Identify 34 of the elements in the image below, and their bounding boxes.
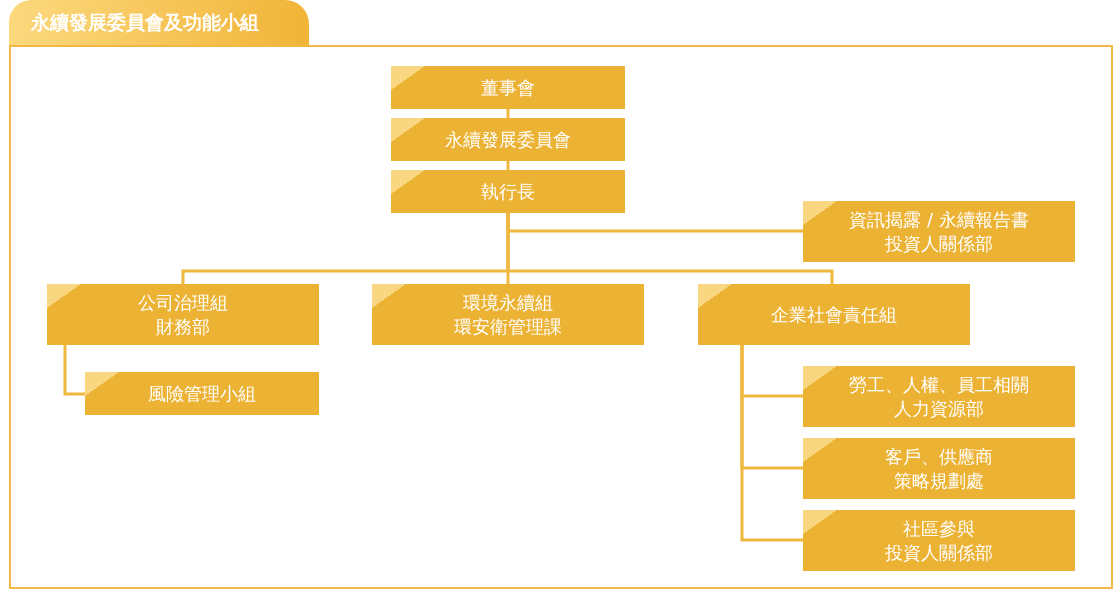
unit-label: 勞工、人權、員工相關 (849, 372, 1029, 397)
connector-line (740, 345, 803, 542)
unit-label: 客戶、供應商 (885, 444, 993, 469)
org-unit-box (391, 118, 625, 161)
connector-line (506, 109, 510, 118)
unit-label: 投資人關係部 (885, 540, 993, 565)
org-unit-box (391, 66, 625, 109)
connector-line (506, 161, 510, 170)
org-unit-box (47, 284, 319, 345)
unit-label: 永續發展委員會 (445, 127, 571, 152)
org-unit-box (698, 284, 970, 345)
unit-label: 策略規劃處 (894, 468, 984, 493)
unit-label: 風險管理小組 (148, 381, 256, 406)
org-unit-box (85, 372, 319, 415)
unit-label: 公司治理組 (138, 290, 228, 315)
unit-label: 財務部 (156, 314, 210, 339)
unit-label: 環境永續組 (463, 290, 553, 315)
connector-line (63, 345, 85, 396)
unit-label: 社區參與 (903, 516, 975, 541)
title-text: 永續發展委員會及功能小組 (31, 10, 259, 35)
unit-label: 資訊揭露 / 永續報告書 (849, 207, 1029, 232)
org-unit-box (372, 284, 644, 345)
unit-label: 執行長 (481, 179, 535, 204)
org-unit-box (803, 438, 1075, 499)
org-unit-box (391, 170, 625, 213)
org-unit-box (803, 201, 1075, 262)
unit-label: 董事會 (481, 75, 535, 100)
unit-label: 企業社會責任組 (771, 302, 897, 327)
unit-label: 人力資源部 (894, 396, 984, 421)
org-unit-box (803, 510, 1075, 571)
unit-label: 投資人關係部 (885, 231, 993, 256)
org-unit-box (803, 366, 1075, 427)
connector-line (506, 213, 834, 284)
unit-label: 環安衛管理課 (454, 314, 562, 339)
